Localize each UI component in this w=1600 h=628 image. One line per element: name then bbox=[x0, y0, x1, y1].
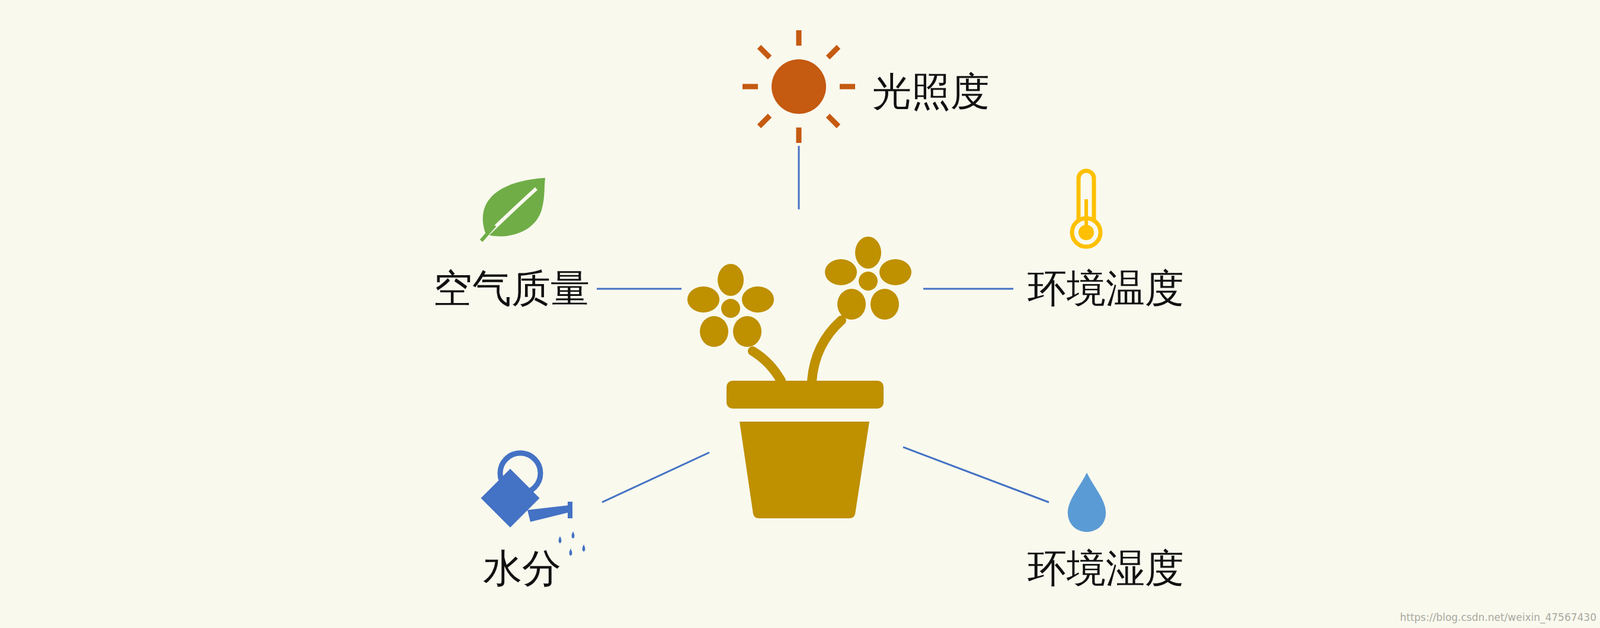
sensor-label: 环境温度 bbox=[1027, 266, 1184, 312]
water-drop-icon bbox=[1067, 472, 1106, 532]
watermark: https://blog.csdn.net/weixin_47567430 bbox=[1399, 611, 1597, 624]
flower bbox=[687, 263, 774, 347]
sensor-label: 光照度 bbox=[872, 69, 990, 115]
leader-line bbox=[798, 145, 800, 210]
sensor-label: 水分 bbox=[482, 545, 562, 591]
watering-can-icon bbox=[481, 452, 586, 556]
sun-icon bbox=[742, 30, 856, 143]
leader-line bbox=[602, 452, 710, 502]
leader-line bbox=[596, 288, 682, 290]
flower-pot bbox=[687, 236, 912, 518]
leaf-icon bbox=[481, 177, 546, 241]
sensor-label: 环境湿度 bbox=[1027, 545, 1184, 591]
sensor-label: 空气质量 bbox=[433, 266, 590, 312]
flower bbox=[824, 236, 912, 320]
leader-line bbox=[923, 288, 1014, 290]
thermometer-icon bbox=[1072, 170, 1101, 247]
leader-line bbox=[903, 446, 1049, 502]
